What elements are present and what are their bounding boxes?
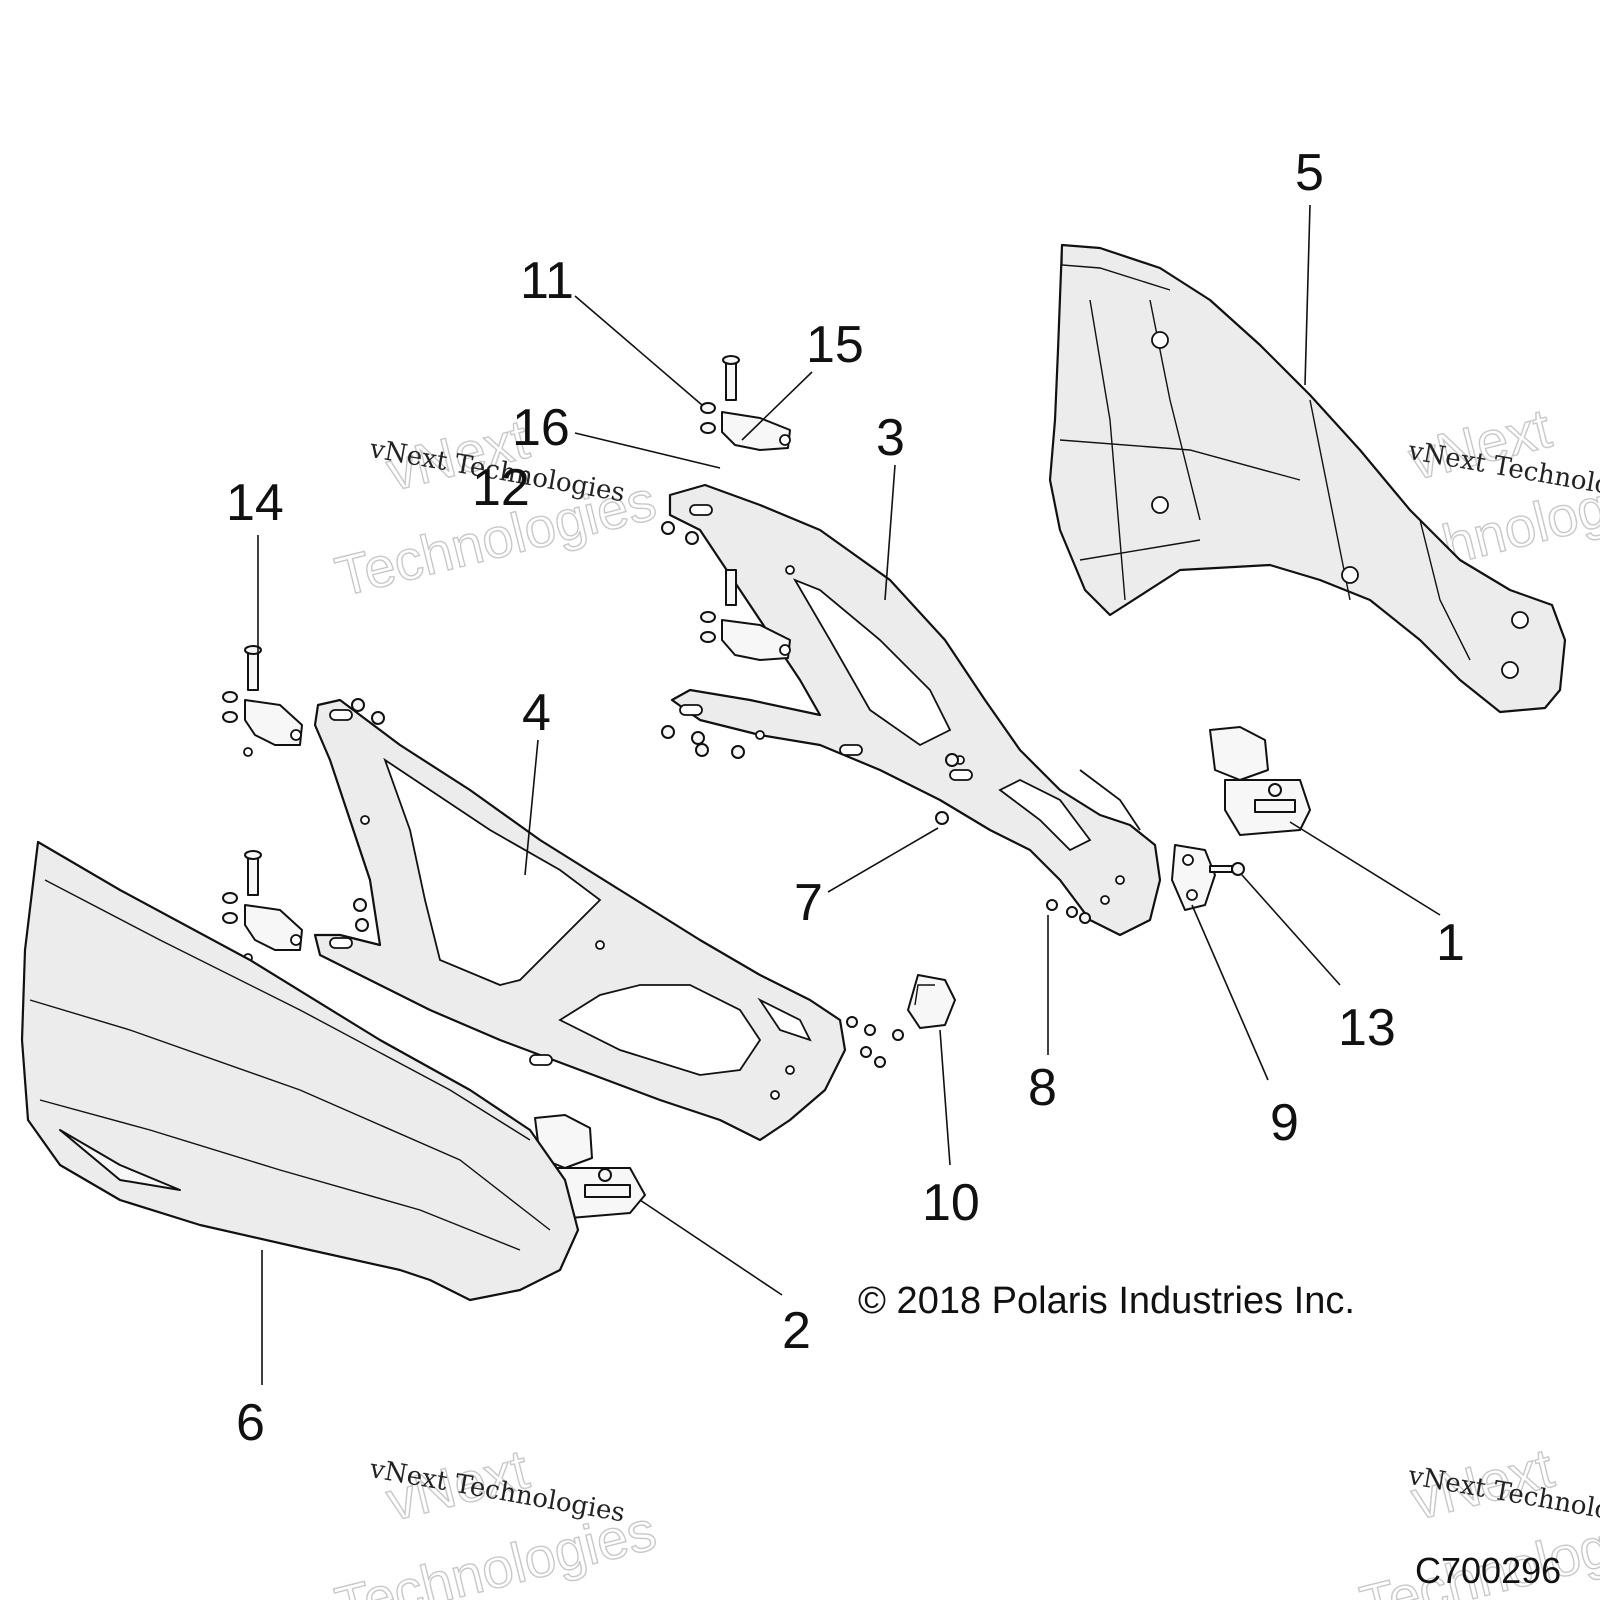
callout-4: 4 [522, 684, 551, 742]
callout-11: 11 [520, 252, 574, 310]
callout-16: 16 [512, 399, 570, 457]
leader-lines [257, 204, 1441, 1385]
copyright-notice: © 2018 Polaris Industries Inc. [858, 1280, 1355, 1322]
callout-2: 2 [782, 1302, 811, 1360]
part-6-door-outer-panel [20, 840, 580, 1302]
part-1-latch [1209, 726, 1311, 836]
callout-8: 8 [1028, 1059, 1057, 1117]
callout-13: 13 [1338, 999, 1396, 1057]
callout-9: 9 [1270, 1094, 1299, 1152]
callout-1: 1 [1436, 914, 1465, 972]
drawing-id: C700296 [1415, 1550, 1561, 1591]
hinge-assembly-lower-2 [222, 850, 303, 963]
callout-3: 3 [876, 409, 905, 467]
callout-12: 12 [472, 459, 530, 517]
callout-labels: 5 3 4 6 14 11 15 16 12 7 8 9 13 1 10 2 [226, 144, 1465, 1452]
callout-7: 7 [794, 874, 823, 932]
hinge-assembly-upper-1 [700, 355, 791, 451]
callout-15: 15 [806, 316, 864, 374]
callout-6: 6 [236, 1394, 265, 1452]
callout-10: 10 [922, 1174, 980, 1232]
callout-14: 14 [226, 474, 284, 532]
part-2-latch [534, 1114, 646, 1219]
part-5-door-panel [1048, 243, 1567, 714]
hinge-assembly-lower-1 [222, 645, 303, 757]
hinge-assembly-upper-2 [700, 569, 791, 661]
bolt-group [351, 521, 1091, 1068]
callout-5: 5 [1295, 144, 1324, 202]
part-4-lower-frame [313, 698, 847, 1142]
part-9-plate [1171, 844, 1245, 911]
part-3-upper-frame [668, 483, 1162, 937]
part-10-striker-plate [907, 974, 956, 1029]
